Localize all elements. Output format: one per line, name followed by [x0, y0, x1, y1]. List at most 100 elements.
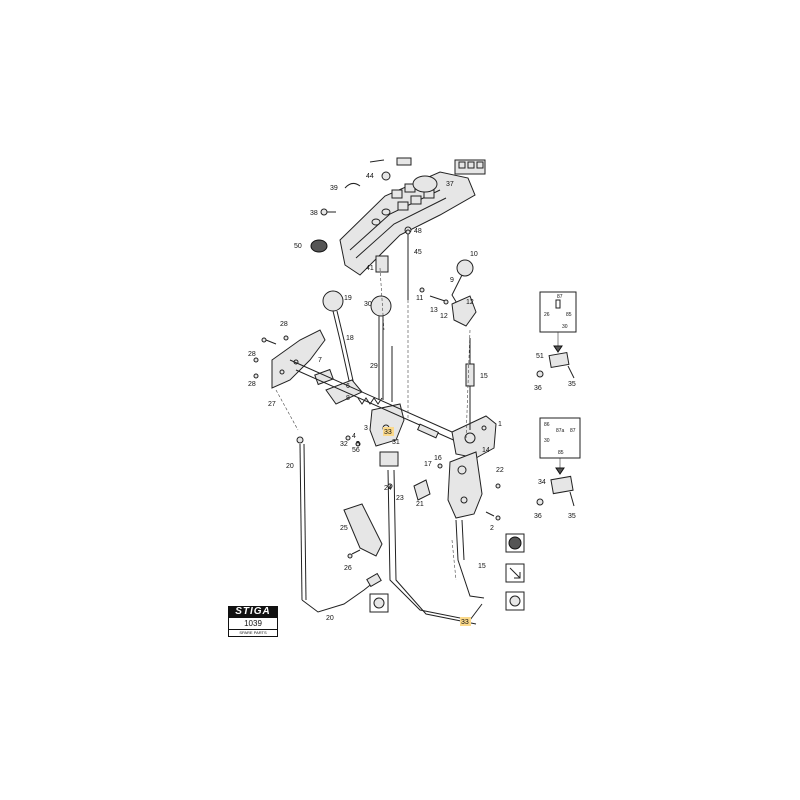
- callout-15b: 15: [478, 563, 486, 570]
- lever-knob-19: [322, 290, 355, 386]
- pivot-block: [379, 451, 399, 467]
- relay1-pin-b: 30: [562, 324, 568, 330]
- callout-35a: 35: [568, 381, 576, 388]
- callout-29: 29: [370, 363, 378, 370]
- blade-engage-icon: [505, 533, 525, 553]
- stiga-logo: STIGA 1039 SPARE PARTS: [228, 606, 278, 638]
- callout-24: 24: [384, 485, 392, 492]
- callout-1: 1: [498, 421, 502, 428]
- callout-32: 32: [340, 441, 348, 448]
- relay-diagram-1: 87 26 85 30: [539, 291, 577, 353]
- relay-51: [548, 351, 570, 369]
- callout-16: 16: [434, 455, 442, 462]
- bracket-25: [343, 503, 383, 557]
- cable-15: [455, 338, 485, 599]
- callout-26: 26: [344, 565, 352, 572]
- bracket-21: [413, 479, 431, 501]
- logo-wordmark: STIGA: [228, 606, 278, 618]
- callout-12a: 12: [440, 313, 448, 320]
- callout-10: 10: [470, 251, 478, 258]
- callout-30: 30: [364, 301, 372, 308]
- callout-17: 17: [424, 461, 432, 468]
- callout-23: 23: [396, 495, 404, 502]
- relay1-pin-l: 26: [544, 312, 550, 318]
- relay1-pin-t: 87: [557, 294, 563, 300]
- callout-51: 51: [536, 353, 544, 360]
- callout-56: 56: [352, 447, 360, 454]
- callout-8: 8: [346, 395, 350, 402]
- callout-35b: 35: [568, 513, 576, 520]
- callout-4: 4: [352, 433, 356, 440]
- knob-50: [310, 239, 328, 253]
- lever-knob-30: [370, 295, 392, 400]
- tilt-arrow-icon: [505, 563, 525, 583]
- control-panel-cover: [339, 171, 476, 276]
- cable-20: [296, 436, 382, 613]
- callout-25: 25: [340, 525, 348, 532]
- bolts: [253, 229, 501, 559]
- callout-2: 2: [490, 525, 494, 532]
- callout-19: 19: [344, 295, 352, 302]
- callout-41: 41: [366, 265, 374, 272]
- bracket-left: [271, 329, 326, 389]
- small-cap-parts: [369, 157, 412, 166]
- callout-39: 39: [330, 185, 338, 192]
- callout-27: 27: [268, 401, 276, 408]
- nut-44: [381, 171, 391, 181]
- logo-subtitle: SPARE PARTS: [228, 630, 278, 637]
- lower-left-icon: [369, 593, 389, 613]
- relay2-pin-b: 85: [558, 450, 564, 456]
- diagram-code: 1039: [228, 618, 278, 630]
- callout-7: 7: [318, 357, 322, 364]
- relay1-pin-r: 85: [566, 312, 572, 318]
- callout-33b: 33: [461, 619, 469, 626]
- relay2-pin-ml: 87a: [556, 428, 565, 434]
- callout-33a: 33: [384, 429, 392, 436]
- mower-deck-icon: [505, 591, 525, 611]
- callout-48: 48: [414, 228, 422, 235]
- screw-38: [320, 208, 336, 216]
- callout-36b: 36: [534, 513, 542, 520]
- callout-21: 21: [416, 501, 424, 508]
- callout-37: 37: [446, 181, 454, 188]
- dashed-leaders: [275, 267, 471, 581]
- relay-hardware: [536, 365, 575, 507]
- callout-5: 5: [356, 441, 360, 448]
- callout-28a: 28: [280, 321, 288, 328]
- callout-28c: 28: [248, 381, 256, 388]
- relay-34: [550, 475, 574, 495]
- callout-15a: 15: [480, 373, 488, 380]
- switch-cluster-top: [454, 159, 486, 175]
- lever-knob-10: [451, 259, 474, 306]
- callout-38: 38: [310, 210, 318, 217]
- callout-labels: 1 2 3 6 7 8 9 10 11 12 12 13 14 15 15 16…: [248, 173, 576, 626]
- relay-diagram-2: 86 87a 87 30 85: [539, 417, 581, 475]
- callout-45: 45: [414, 249, 422, 256]
- main-shaft: [289, 359, 477, 451]
- switch-41: [375, 255, 389, 273]
- callout-18: 18: [346, 335, 354, 342]
- cable-45: [404, 226, 412, 300]
- callout-50: 50: [294, 243, 302, 250]
- callout-9: 9: [450, 277, 454, 284]
- callout-28b: 28: [248, 351, 256, 358]
- callout-44: 44: [366, 173, 374, 180]
- callout-6: 6: [346, 383, 350, 390]
- relay2-pin-t: 86: [544, 422, 550, 428]
- callout-13: 13: [430, 307, 438, 314]
- callout-20b: 20: [326, 615, 334, 622]
- callout-3: 3: [364, 425, 368, 432]
- callout-12b: 12: [466, 299, 474, 306]
- callout-11: 11: [416, 295, 423, 302]
- callout-20a: 20: [286, 463, 294, 470]
- callout-34: 34: [538, 479, 546, 486]
- relay2-pin-l: 30: [544, 438, 550, 444]
- highlight-33a: [383, 427, 394, 436]
- relay2-pin-mr: 87: [570, 428, 576, 434]
- cable-33: [387, 469, 483, 625]
- right-bracket-lower: [447, 451, 483, 519]
- callout-36a: 36: [534, 385, 542, 392]
- callout-22: 22: [496, 467, 504, 474]
- highlight-33b: [460, 617, 471, 626]
